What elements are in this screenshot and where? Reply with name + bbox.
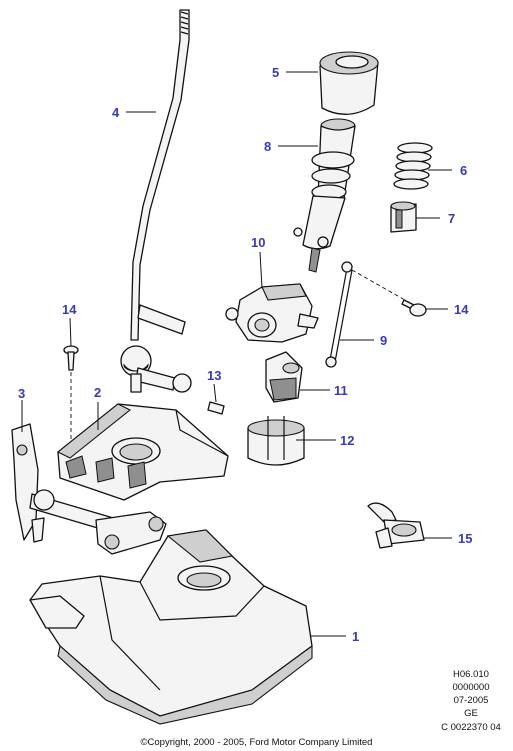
gear-lever-rod bbox=[120, 9, 192, 393]
callout-14-right: 14 bbox=[454, 302, 469, 317]
leader-lines bbox=[21, 71, 452, 637]
guide-block bbox=[265, 351, 303, 403]
reference-region: GE bbox=[464, 708, 478, 719]
selector-bracket bbox=[11, 423, 167, 555]
wing-nut bbox=[367, 502, 425, 549]
gear-knob bbox=[319, 51, 379, 115]
callout-8: 8 bbox=[264, 139, 271, 154]
callout-6: 6 bbox=[460, 163, 467, 178]
link-rod bbox=[325, 261, 353, 368]
pivot-housing bbox=[225, 283, 319, 343]
callout-13: 13 bbox=[207, 368, 221, 383]
reference-number: 0000000 bbox=[452, 682, 490, 693]
callout-labels: 1 2 3 4 5 6 7 8 9 10 11 12 13 14 14 15 bbox=[18, 65, 472, 644]
shift-housing bbox=[29, 529, 313, 725]
callout-11: 11 bbox=[334, 383, 348, 398]
lever-sleeve bbox=[293, 118, 356, 273]
screw-left bbox=[63, 345, 79, 448]
reference-code: H06.010 bbox=[453, 669, 489, 680]
callout-1: 1 bbox=[352, 629, 359, 644]
callout-7: 7 bbox=[448, 211, 455, 226]
callout-9: 9 bbox=[380, 333, 387, 348]
bush bbox=[390, 201, 417, 233]
spring bbox=[393, 142, 433, 190]
callout-3: 3 bbox=[18, 386, 25, 401]
callout-12: 12 bbox=[340, 433, 354, 448]
screw-right bbox=[351, 269, 427, 317]
retaining-clip bbox=[207, 401, 225, 415]
catalog-id: C 0022370 04 bbox=[441, 722, 501, 733]
reference-date: 07-2005 bbox=[453, 695, 489, 706]
callout-5: 5 bbox=[272, 65, 279, 80]
callout-14-left: 14 bbox=[62, 302, 77, 317]
copyright-notice: ©Copyright, 2000 - 2005, Ford Motor Comp… bbox=[140, 737, 373, 748]
clip bbox=[247, 416, 305, 466]
callout-10: 10 bbox=[251, 235, 265, 250]
callout-4: 4 bbox=[112, 105, 120, 120]
callout-2: 2 bbox=[94, 385, 101, 400]
callout-15: 15 bbox=[458, 531, 472, 546]
base-plate bbox=[56, 403, 229, 501]
